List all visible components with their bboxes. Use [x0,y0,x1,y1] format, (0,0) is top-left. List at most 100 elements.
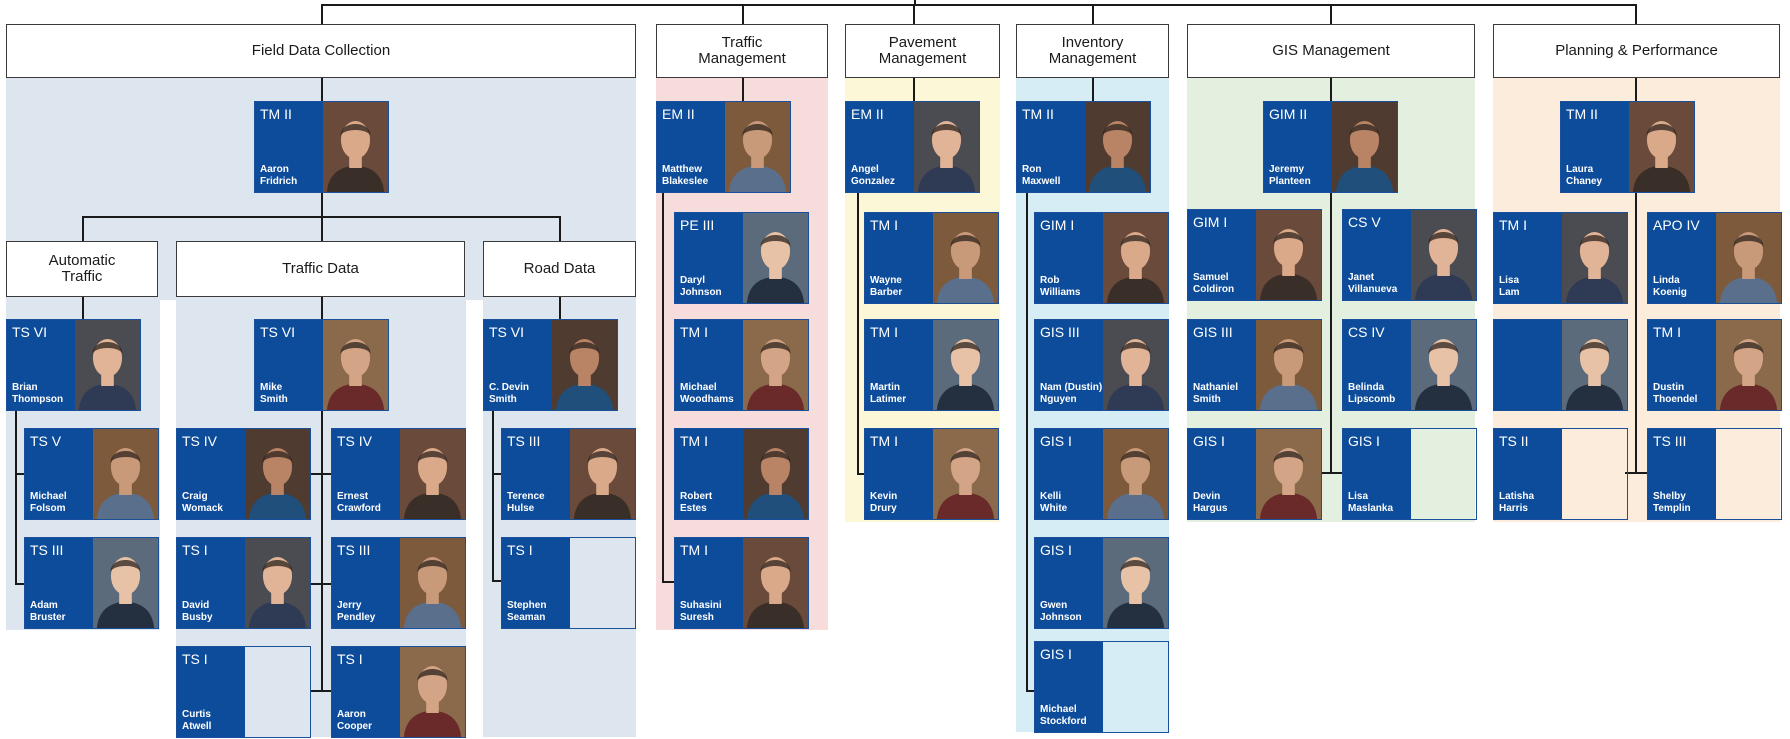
job-title: TM I [1499,217,1527,233]
person-photo [570,429,635,519]
portrait-icon [743,320,808,410]
title-panel: TS VI Mike Smith [255,320,323,410]
portrait-icon [1411,320,1476,410]
connector-line [310,473,332,475]
portrait-icon [743,429,808,519]
job-title: TS I [507,542,533,558]
title-panel: TM I Kevin Drury [865,429,933,519]
title-panel: TS VI Brian Thompson [7,320,75,410]
person-card-9: TS I Curtis Atwell [176,646,311,738]
person-photo [245,538,310,628]
title-panel: TM I Lisa Lam [1494,213,1562,303]
person-name: Kevin Drury [870,491,898,514]
person-name: Janet Villanueva [1348,272,1398,295]
person-name: Brian Thompson [12,382,64,405]
person-card-22: TM I Kevin Drury [864,428,999,520]
person-photo [400,647,465,737]
person-name: Daryl Johnson [680,275,722,298]
empty-photo-placeholder [1562,429,1627,519]
connector-line [1635,4,1637,25]
person-photo [1103,320,1168,410]
title-panel: GIS III Nam (Dustin) Nguyen [1035,320,1103,410]
portrait-icon [1103,213,1168,303]
person-photo [400,429,465,519]
person-card-2: TS V Michael Folsom [24,428,159,520]
person-photo [743,320,808,410]
person-name: Jerry Pendley [337,600,376,623]
person-name: Matthew Blakeslee [662,164,709,187]
person-card-7: TS I David Busby [176,537,311,629]
title-panel: TS V Michael Folsom [25,429,93,519]
title-panel: GIM II Jeremy Planteen [1264,102,1332,192]
connector-line [310,690,332,692]
title-panel: TS IV Ernest Crawford [332,429,400,519]
unit-road-data: Road Data [483,241,636,297]
connector-line [913,4,915,25]
portrait-icon [933,320,998,410]
title-panel: TM I Martin Latimer [865,320,933,410]
connector-line [1330,192,1332,473]
portrait-icon [1103,429,1168,519]
portrait-icon [1256,320,1321,410]
job-title: GIS I [1348,433,1380,449]
person-card-40: TM I Dustin Thoendel [1647,319,1782,411]
job-title: GIS III [1193,324,1233,340]
person-photo [933,320,998,410]
portrait-icon [933,429,998,519]
person-card-8: TS III Jerry Pendley [331,537,466,629]
empty-photo-placeholder [1716,429,1781,519]
connector-line [321,192,323,217]
person-photo [933,429,998,519]
person-card-10: TS I Aaron Cooper [331,646,466,738]
person-card-26: GIS I Kelli White [1034,428,1169,520]
person-name: Angel Gonzalez [851,164,895,187]
connector-line [15,408,17,584]
connector-line [1092,4,1094,25]
connector-line [742,77,744,103]
person-name: Samuel Coldiron [1193,272,1235,295]
person-card-29: GIM II Jeremy Planteen [1263,101,1398,193]
person-name: Laura Chaney [1566,164,1603,187]
job-title: GIM I [1193,214,1228,230]
connector-line [15,473,24,475]
person-card-39 [1493,319,1628,411]
person-card-41: TS II Latisha Harris [1493,428,1628,520]
connector-line [1635,192,1637,473]
connector-line [1320,472,1342,474]
connector-line [321,296,323,320]
job-title: TM II [1022,106,1054,122]
job-title: TS I [337,651,363,667]
person-card-24: GIM I Rob Williams [1034,212,1169,304]
portrait-icon [323,102,388,192]
person-photo [933,213,998,303]
person-name: Nathaniel Smith [1193,382,1239,405]
person-name: Ernest Crawford [337,491,381,514]
title-panel: PE III Daryl Johnson [675,213,743,303]
title-panel: TM II Laura Chaney [1561,102,1629,192]
portrait-icon [1085,102,1150,192]
person-photo [400,538,465,628]
connector-line [321,4,1637,6]
connector-line [321,4,323,25]
job-title: CS IV [1348,324,1385,340]
person-name: Dustin Thoendel [1653,382,1698,405]
person-card-5: TS IV Craig Womack [176,428,311,520]
job-title: GIS I [1193,433,1225,449]
title-panel: TM II Ron Maxwell [1017,102,1085,192]
person-name: Lisa Lam [1499,275,1520,298]
person-card-27: GIS I Gwen Johnson [1034,537,1169,629]
job-title: GIS I [1040,433,1072,449]
person-name: Terence Hulse [507,491,545,514]
connector-line [742,4,744,25]
portrait-icon [245,538,310,628]
person-card-31: CS V Janet Villanueva [1342,209,1477,301]
connector-line [1330,4,1332,25]
person-card-15: PE III Daryl Johnson [674,212,809,304]
person-photo [1411,320,1476,410]
portrait-icon [725,102,790,192]
title-panel [1494,320,1562,410]
job-title: TS III [1653,433,1687,449]
title-panel: TM I Wayne Barber [865,213,933,303]
connector-line [662,192,664,582]
person-name: Adam Bruster [30,600,66,623]
